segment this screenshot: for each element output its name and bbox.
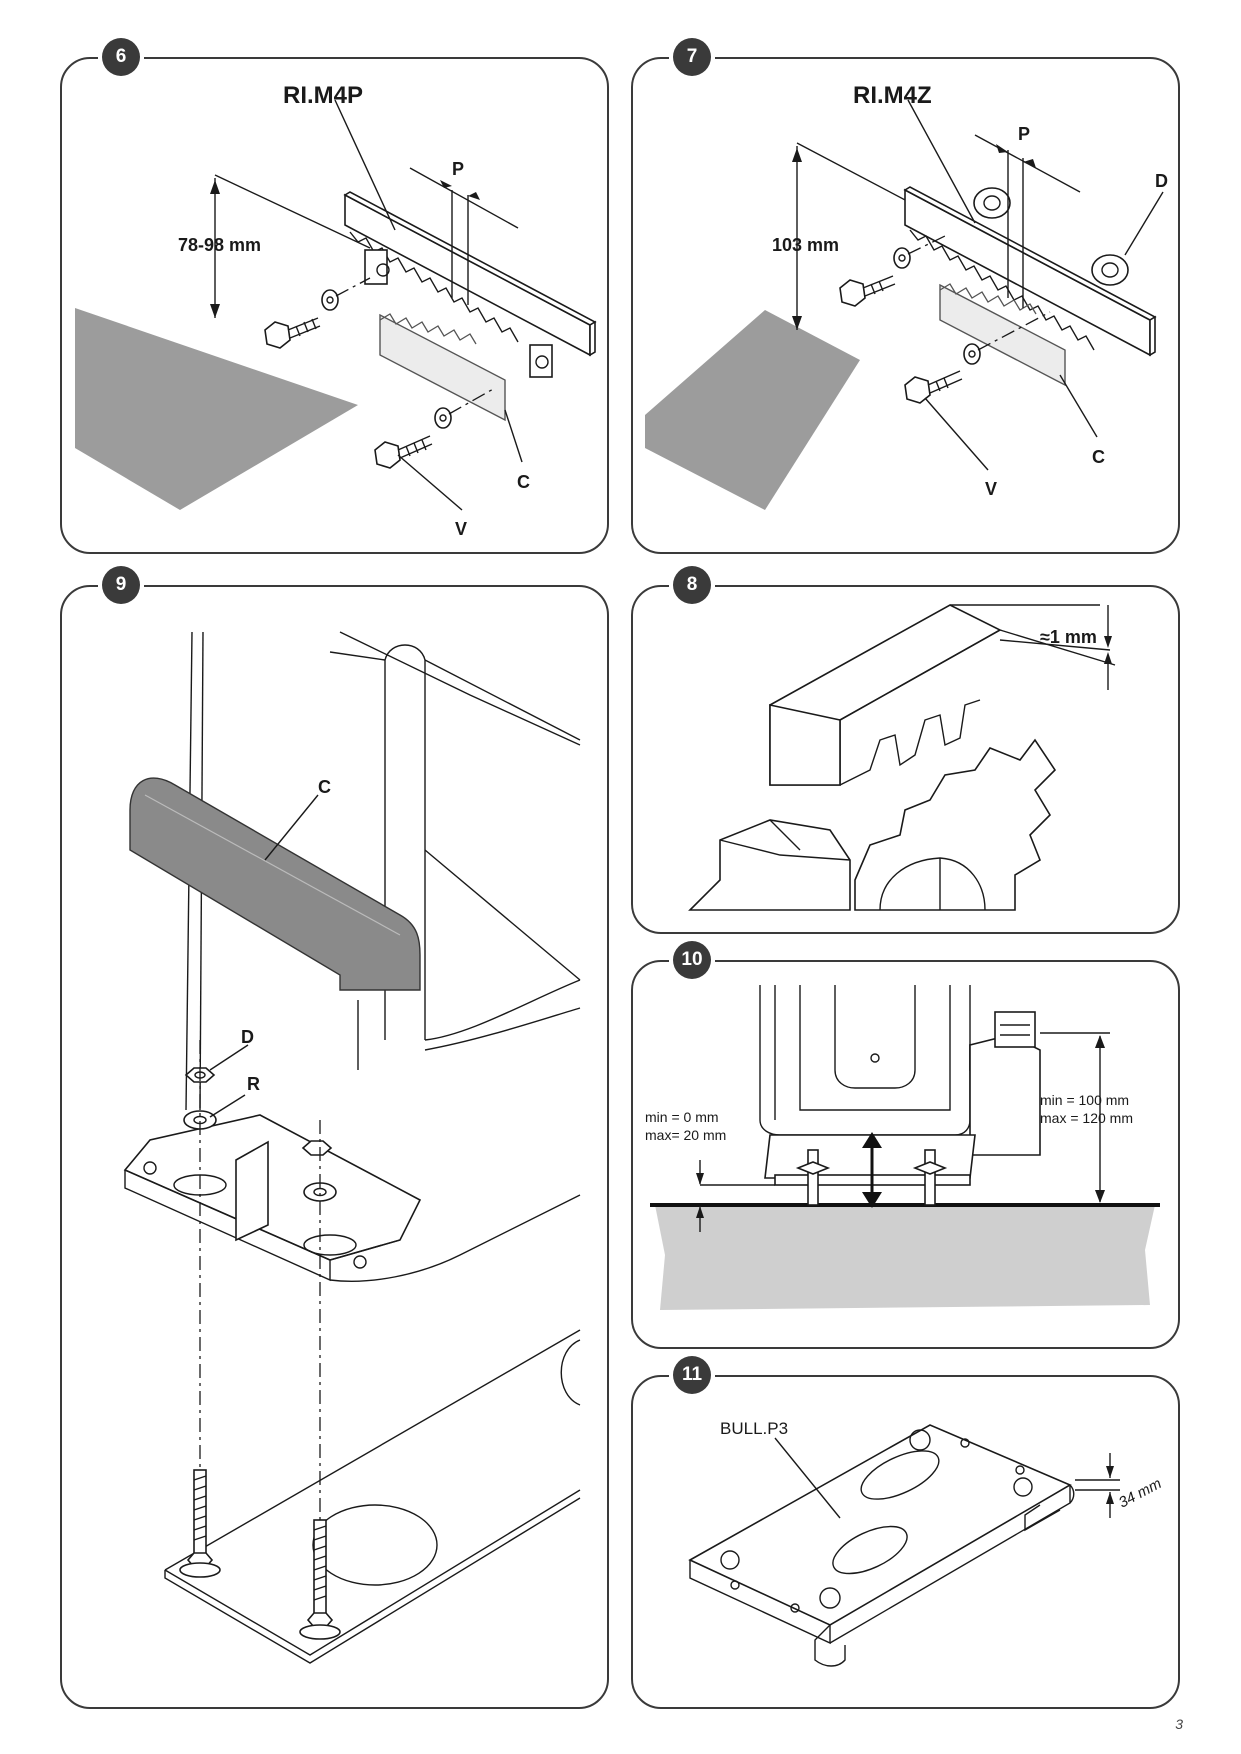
figure-7-number-badge: 7	[673, 38, 711, 76]
figure-9-panel	[60, 585, 609, 1709]
figure-11-number-badge: 11	[673, 1356, 711, 1394]
figure-8-number-badge: 8	[673, 566, 711, 604]
figure-10-number-badge: 10	[673, 941, 711, 979]
figure-6-number-badge: 6	[102, 38, 140, 76]
figure-11-panel	[631, 1375, 1180, 1709]
figure-9-number-badge: 9	[102, 566, 140, 604]
figure-6-panel	[60, 57, 609, 554]
figure-10-panel	[631, 960, 1180, 1349]
page-number: 3	[1175, 1716, 1183, 1732]
figure-7-panel	[631, 57, 1180, 554]
figure-8-panel	[631, 585, 1180, 934]
